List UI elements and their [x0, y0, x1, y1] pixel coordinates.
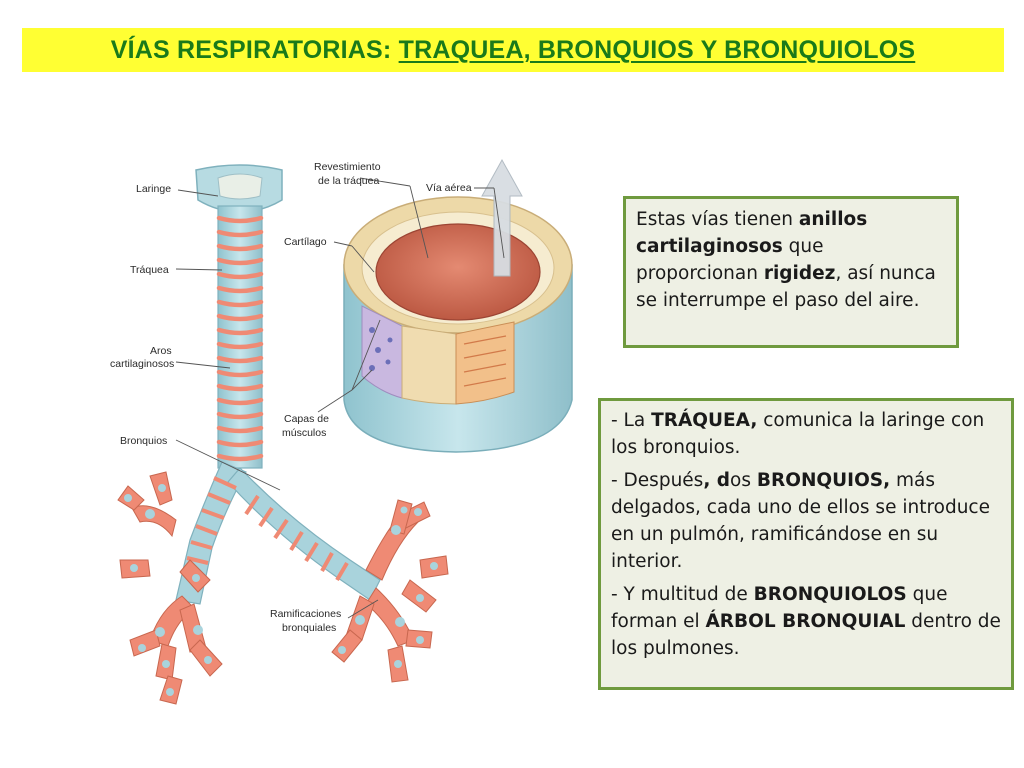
- title-part-1: VÍAS RESPIRATORIAS:: [110, 35, 392, 64]
- p1-text-1: - La: [611, 410, 652, 431]
- p2-bold-bronquios: BRONQUIOS,: [756, 470, 891, 491]
- box1-bold-anillos: anillos cartilaginosos: [636, 209, 868, 257]
- label-revestimiento-line1: Revestimiento: [314, 161, 381, 173]
- title-bar: VÍAS RESPIRATORIAS: TRAQUEA, BRONQUIOS Y…: [22, 28, 1004, 72]
- label-cartilago: Cartílago: [284, 236, 327, 248]
- larynx-cartilage: [217, 173, 263, 200]
- box1-text-1: Estas vías tienen: [636, 209, 799, 230]
- cut-layer-3: [455, 321, 515, 405]
- left-branch-spots: [124, 484, 212, 696]
- paragraph-traquea: - La TRÁQUEA, comunica la laringe con lo…: [611, 407, 1001, 461]
- info-box-airways: - La TRÁQUEA, comunica la laringe con lo…: [598, 398, 1014, 690]
- label-aros-line2: cartilaginosos: [110, 358, 174, 370]
- paragraph-bronquiolos: - Y multitud de BRONQUIOLOS que forman e…: [611, 581, 1001, 662]
- title-part-2: TRAQUEA, BRONQUIOS Y BRONQUIOLOS: [398, 35, 916, 64]
- label-capas-line2: músculos: [282, 427, 326, 439]
- p3-text-3: dentro de los pulmones.: [611, 611, 1001, 659]
- paragraph-bronquios: - Después, dos BRONQUIOS, más delgados, …: [611, 467, 1001, 575]
- airflow-arrow: [481, 158, 523, 277]
- box1-text-2: que proporcionan: [636, 236, 824, 284]
- cell-dots: [369, 327, 393, 371]
- p3-text-2: que forman el: [611, 584, 948, 632]
- leader-lines: [175, 177, 505, 619]
- trachea-illustration: [117, 164, 449, 705]
- label-aros-line1: Aros: [150, 345, 172, 357]
- right-branches: [331, 499, 449, 683]
- trachea-cross-section: [343, 158, 573, 453]
- right-branch-spots: [338, 506, 438, 668]
- p2-text-1: - Después: [611, 470, 704, 491]
- label-revestimiento-line2: de la tráquea: [318, 175, 379, 187]
- p3-text-1: - Y multitud de: [611, 584, 754, 605]
- trachea-rings: [216, 215, 264, 462]
- label-capas-line1: Capas de: [284, 413, 329, 425]
- p1-text-2: comunica la laringe con los bronquios.: [611, 410, 985, 458]
- p2-text-2: os: [730, 470, 757, 491]
- cut-layer-2: [401, 325, 457, 405]
- muscle-fibers: [463, 335, 507, 387]
- label-laringe: Laringe: [136, 183, 171, 195]
- label-traquea: Tráquea: [130, 264, 169, 276]
- info-box-rings: Estas vías tienen anillos cartilaginosos…: [623, 196, 959, 348]
- label-ramificaciones-line2: bronquiales: [282, 622, 336, 634]
- p1-bold-traquea: TRÁQUEA,: [651, 410, 758, 431]
- page-title: VÍAS RESPIRATORIAS: TRAQUEA, BRONQUIOS Y…: [111, 36, 916, 65]
- label-ramificaciones-line1: Ramificaciones: [270, 608, 341, 620]
- diagram-labels: Laringe Tráquea Aros cartilaginosos Bron…: [110, 161, 472, 634]
- box1-bold-rigidez: rigidez: [763, 263, 836, 284]
- p2-text-3: más delgados, cada uno de ellos se intro…: [611, 470, 990, 572]
- p3-bold-bronquiolos: BRONQUIOLOS: [753, 584, 907, 605]
- right-bronchus: [227, 467, 381, 601]
- label-via-aerea: Vía aérea: [426, 182, 472, 194]
- box1-text-3: , así nunca se interrumpe el paso del ai…: [636, 263, 936, 311]
- p3-bold-arbol: ÁRBOL BRONQUIAL: [705, 611, 906, 632]
- cross-section-lumen: [375, 223, 541, 321]
- p2-bold-d: , d: [703, 470, 731, 491]
- label-bronquios: Bronquios: [120, 435, 167, 447]
